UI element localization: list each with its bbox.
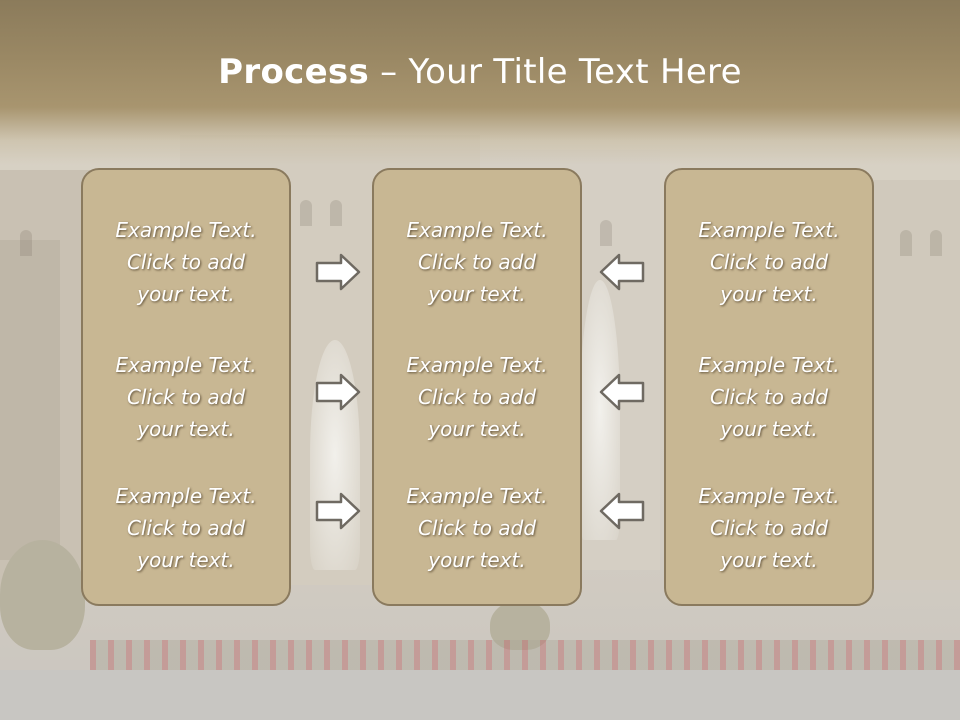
process-box-1[interactable]: Example Text. Click to add your text. Ex… xyxy=(81,168,291,606)
fountain-spray xyxy=(310,340,360,570)
window xyxy=(900,230,912,256)
window xyxy=(930,230,942,256)
text-line: your text. xyxy=(428,548,526,572)
text-line: Example Text. xyxy=(406,353,548,377)
text-item[interactable]: Example Text. Click to add your text. xyxy=(83,214,289,310)
text-item[interactable]: Example Text. Click to add your text. xyxy=(83,349,289,445)
building-right xyxy=(860,180,960,580)
process-box-3[interactable]: Example Text. Click to add your text. Ex… xyxy=(664,168,874,606)
text-line: Click to add xyxy=(126,385,246,409)
right-arrow-icon xyxy=(314,372,362,412)
text-line: your text. xyxy=(720,417,818,441)
text-item[interactable]: Example Text. Click to add your text. xyxy=(83,480,289,576)
left-arrow-icon xyxy=(598,252,646,292)
window xyxy=(600,220,612,246)
window xyxy=(330,200,342,226)
title-rest: Your Title Text Here xyxy=(408,52,742,92)
tree xyxy=(0,540,85,650)
right-arrow-icon xyxy=(314,252,362,292)
text-line: Click to add xyxy=(709,250,829,274)
text-line: your text. xyxy=(428,417,526,441)
text-line: Click to add xyxy=(417,385,537,409)
building-left-shadow xyxy=(0,240,60,560)
road xyxy=(0,670,960,720)
text-line: Example Text. xyxy=(115,484,257,508)
text-line: Click to add xyxy=(417,516,537,540)
title-bold: Process xyxy=(218,52,370,92)
text-line: your text. xyxy=(137,548,235,572)
left-arrow-icon xyxy=(598,491,646,531)
text-item[interactable]: Example Text. Click to add your text. xyxy=(666,214,872,310)
text-line: Example Text. xyxy=(698,353,840,377)
window xyxy=(20,230,32,256)
text-item[interactable]: Example Text. Click to add your text. xyxy=(374,480,580,576)
text-line: your text. xyxy=(720,282,818,306)
left-arrow-icon xyxy=(598,372,646,412)
text-line: your text. xyxy=(720,548,818,572)
text-line: your text. xyxy=(137,282,235,306)
right-arrow-icon xyxy=(314,491,362,531)
title-band xyxy=(0,0,960,165)
text-line: Example Text. xyxy=(406,218,548,242)
text-line: Example Text. xyxy=(698,484,840,508)
flower-bed xyxy=(90,640,960,670)
text-line: Click to add xyxy=(126,250,246,274)
text-line: Example Text. xyxy=(406,484,548,508)
text-line: Example Text. xyxy=(115,218,257,242)
text-line: Click to add xyxy=(709,516,829,540)
slide-title[interactable]: Process – Your Title Text Here xyxy=(0,52,960,92)
text-item[interactable]: Example Text. Click to add your text. xyxy=(374,214,580,310)
text-item[interactable]: Example Text. Click to add your text. xyxy=(374,349,580,445)
window xyxy=(300,200,312,226)
text-line: your text. xyxy=(428,282,526,306)
text-item[interactable]: Example Text. Click to add your text. xyxy=(666,349,872,445)
text-line: Example Text. xyxy=(698,218,840,242)
text-item[interactable]: Example Text. Click to add your text. xyxy=(666,480,872,576)
text-line: Click to add xyxy=(417,250,537,274)
text-line: Click to add xyxy=(126,516,246,540)
fountain-spray xyxy=(580,280,620,540)
text-line: Example Text. xyxy=(115,353,257,377)
process-box-2[interactable]: Example Text. Click to add your text. Ex… xyxy=(372,168,582,606)
text-line: your text. xyxy=(137,417,235,441)
text-line: Click to add xyxy=(709,385,829,409)
title-dash: – xyxy=(369,52,409,92)
